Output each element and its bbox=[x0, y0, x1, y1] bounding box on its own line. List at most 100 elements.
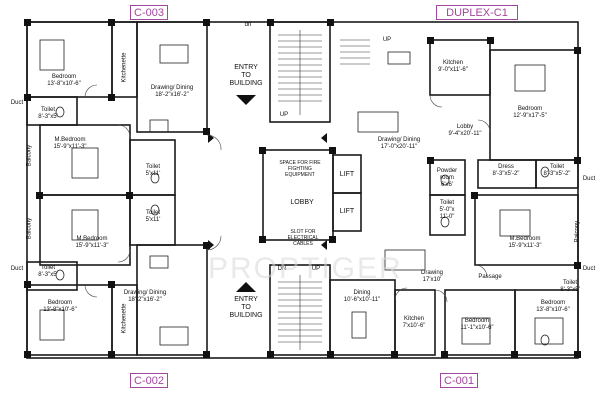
room-dim: 17'-0"x20'-11" bbox=[380, 144, 418, 150]
dining-table bbox=[387, 51, 411, 65]
duct-label: Duct bbox=[10, 266, 24, 272]
column bbox=[329, 147, 336, 154]
entry-line: ENTRY bbox=[234, 64, 258, 71]
column bbox=[108, 94, 115, 101]
room-dim: 8'-3"x5' bbox=[38, 114, 58, 120]
wall-bl-mbed bbox=[39, 194, 131, 266]
room-label-drawing: Drawing 17'x10' bbox=[414, 270, 450, 284]
door-swing bbox=[394, 287, 408, 301]
room-name: Bedroom bbox=[47, 300, 73, 306]
sofa bbox=[384, 249, 426, 271]
room-label-bedroom: Bedroom 12'-9"x17'-5" bbox=[505, 106, 555, 120]
room-dim: 15'-9"x11'-3" bbox=[508, 243, 542, 249]
room-label-bedroom: Bedroom 13'-8"x10'-6" bbox=[528, 300, 578, 314]
column bbox=[574, 47, 581, 54]
room-label-toilet: Toilet 8'-3"x5' bbox=[552, 280, 588, 294]
room-label-m-bedroom: M.Bedroom 15'-9"x11'-3" bbox=[500, 236, 550, 250]
room-dim: 9'-0"x11'-6" bbox=[438, 67, 468, 73]
balcony-label: Balcony bbox=[574, 220, 581, 243]
room-label-bedroom: Bedroom 11'-1"x10'-6" bbox=[452, 318, 502, 332]
wc bbox=[150, 172, 160, 184]
room-dim: 18'-2"x16'-2" bbox=[128, 297, 162, 303]
room-label-powder: Powder room 6'x6' bbox=[432, 168, 462, 189]
duct-label: Duct bbox=[10, 100, 24, 106]
wall-bl-kitchenette bbox=[111, 284, 138, 356]
wall-r-mbed bbox=[474, 194, 579, 266]
room-name: M.Bedroom bbox=[54, 137, 86, 143]
room-name: Powder bbox=[436, 168, 458, 174]
room-dim: 8'-3"x5' bbox=[560, 287, 580, 293]
slot-line: CABLES bbox=[293, 241, 313, 247]
duct-label: Duct bbox=[582, 266, 596, 272]
entry-label: ENTRY TO BUILDING bbox=[222, 296, 270, 320]
room-dim: 8'-3"x5'-2" bbox=[543, 171, 571, 177]
balcony-label: Balcony bbox=[26, 217, 33, 240]
lift-label: LIFT bbox=[339, 171, 355, 178]
column bbox=[471, 192, 478, 199]
dining-table bbox=[149, 255, 169, 269]
room-name: Drawing bbox=[420, 270, 443, 276]
room-dim: 12'-9"x17'-5" bbox=[513, 113, 547, 119]
column bbox=[108, 281, 115, 288]
dining-table bbox=[149, 119, 169, 133]
room-label-lobby: Lobby 9'-4"x20'-11" bbox=[440, 124, 490, 138]
outer-wall bbox=[26, 21, 579, 359]
room-dim: 13'-8"x10'-6" bbox=[43, 307, 77, 313]
entry-line: TO bbox=[241, 72, 251, 79]
slot-line: SLOT FOR bbox=[290, 229, 316, 235]
bed bbox=[39, 309, 65, 341]
wall-r-toilet-b bbox=[429, 194, 466, 236]
column bbox=[203, 351, 210, 358]
wall-bl-toilet bbox=[26, 261, 78, 291]
column bbox=[203, 128, 210, 135]
room-label-kitchenette: Kitchenette bbox=[121, 52, 128, 83]
room-label-kitchen: Kitchen 7'x10'-6" bbox=[396, 316, 432, 330]
door-swing bbox=[206, 134, 222, 151]
bed bbox=[514, 64, 546, 92]
room-dim: 5'x11' bbox=[145, 217, 161, 223]
balcony-label: Balcony bbox=[26, 144, 33, 167]
room-label-toilet: Toilet 5'x11' bbox=[138, 164, 168, 178]
room-name: Drawing/ Dining bbox=[123, 290, 167, 296]
room-dim: 11'-0" bbox=[439, 214, 455, 220]
entry-line: ENTRY bbox=[234, 296, 258, 303]
arrow-icon bbox=[321, 133, 327, 143]
room-name: Bedroom bbox=[517, 106, 543, 112]
wc bbox=[540, 166, 550, 178]
arrow-icon bbox=[208, 133, 214, 143]
wc bbox=[150, 204, 160, 216]
room-dim: 10'-6"x10'-11" bbox=[343, 297, 381, 303]
room-dim: 13'-8"x10'-6" bbox=[536, 307, 570, 313]
room-dim: 5'-0"x bbox=[439, 207, 455, 213]
fire-equipment-label: SPACE FOR FIRE FIGHTING EQUIPMENT bbox=[270, 160, 330, 178]
column bbox=[487, 37, 494, 44]
room-label-drawing-dining: Drawing/ Dining 18'-2"x16'-2" bbox=[140, 85, 204, 99]
room-name: Bedroom bbox=[540, 300, 566, 306]
room-name: Toilet bbox=[40, 107, 55, 113]
room-label-toilet: Toilet 8'-3"x5' bbox=[28, 107, 68, 121]
sofa bbox=[159, 44, 189, 64]
room-label-bedroom: Bedroom 13'-8"x10'-6" bbox=[30, 300, 90, 314]
room-name: Toilet bbox=[549, 164, 564, 170]
door-swing bbox=[434, 289, 448, 303]
room-label-toilet: Toilet 8'-3"x5'-2" bbox=[536, 164, 578, 178]
room-dim: 7'x10'-6" bbox=[402, 323, 426, 329]
room-name: Toilet bbox=[145, 210, 160, 216]
column bbox=[427, 37, 434, 44]
room-label-drawing-dining: Drawing/ Dining 17'-0"x20'-11" bbox=[366, 137, 432, 151]
room-name: Kitchen bbox=[403, 316, 424, 322]
unit-tag-c003: C-003 bbox=[130, 5, 168, 20]
column bbox=[441, 351, 448, 358]
room-label-m-bedroom: M.Bedroom 15'-9"x11'-3" bbox=[42, 137, 98, 151]
wall-stair-top bbox=[269, 21, 331, 123]
room-label-kitchenette: Kitchenette bbox=[121, 303, 128, 334]
room-name: Lobby bbox=[456, 124, 474, 130]
column bbox=[327, 351, 334, 358]
stair-dn-label: DN bbox=[277, 266, 287, 272]
entry-arrow-down bbox=[236, 95, 256, 105]
wall-tl-mbed bbox=[39, 124, 131, 196]
stair-dn-label: dn bbox=[244, 22, 252, 28]
room-dim: 6'x6' bbox=[441, 182, 453, 188]
column bbox=[24, 281, 31, 288]
door-swing bbox=[477, 119, 491, 133]
